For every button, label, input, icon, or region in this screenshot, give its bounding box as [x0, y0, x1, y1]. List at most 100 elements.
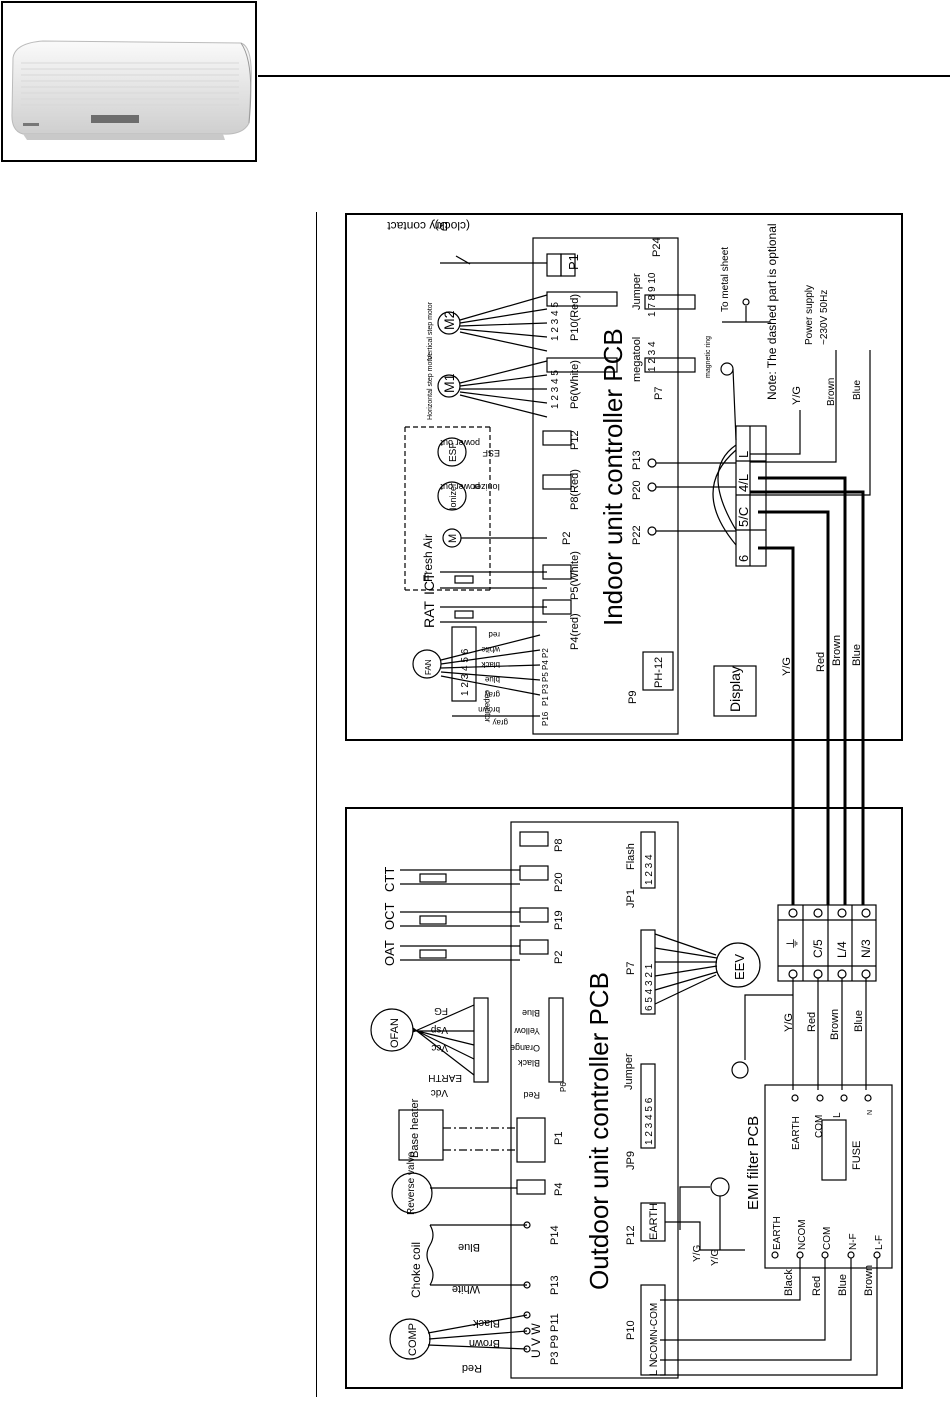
comp-wire-brown: Brown — [469, 1337, 500, 1349]
outdoor-frame — [345, 807, 903, 1389]
ln-label: L N — [648, 1359, 660, 1376]
indoor-p12: P12 — [569, 430, 581, 450]
margin-rule — [316, 212, 317, 1397]
emi-nf: N-F — [848, 1233, 859, 1250]
emi-ncom: NCOM — [797, 1219, 808, 1250]
voltage-label: ~230V 50Hz — [819, 290, 830, 345]
m2-icon: M2 — [441, 310, 457, 330]
choke-blue-label: Blue — [458, 1241, 480, 1253]
ph12-label: PH-12 — [653, 657, 665, 688]
outdoor-pcb — [510, 821, 679, 1379]
p8-red: P8(Red) — [569, 469, 581, 510]
outdoor-wire-red-left: Red — [811, 1276, 823, 1296]
outdoor-p10: P10 — [625, 1320, 637, 1340]
ctt-label: CTT — [382, 867, 397, 892]
indoor-p13: P13 — [631, 450, 643, 470]
dry-contact-label: Dry contact — [387, 219, 448, 233]
indoor-pcb — [532, 237, 679, 735]
oat-label: OAT — [382, 940, 397, 966]
horiz-motor-label: Horizontal step motor — [427, 353, 434, 420]
indoor-p2: P2 — [561, 532, 573, 545]
ofan-vsp: Vsp — [430, 1024, 448, 1035]
indoor-p7: P7 — [653, 387, 665, 400]
outdoor-p6: P6 — [559, 1082, 568, 1092]
outdoor-p12: P12 — [625, 1225, 637, 1245]
rat-label: RAT — [421, 601, 437, 628]
wire-yg-label: Y/G — [781, 657, 793, 676]
emi-com-right: COM — [814, 1115, 825, 1138]
indoor-blue-label: Blue — [852, 380, 863, 400]
wire-brown-label: Brown — [831, 635, 843, 666]
p3-p9-p11-label: P3 P9 P11 — [549, 1313, 561, 1365]
terminal-6: 6 — [736, 555, 751, 562]
terminal-l: L — [736, 451, 751, 458]
ofan-icon: OFAN — [389, 1018, 401, 1048]
comp-wire-black: Black — [473, 1317, 500, 1329]
vert-motor-label: Vertical step motor — [427, 301, 434, 360]
outdoor-yg-1: Y/G — [692, 1245, 703, 1262]
magnetic-ring-label: magnetic ring — [705, 336, 712, 378]
m1-icon: M1 — [441, 373, 457, 393]
outdoor-earth-label: EARTH — [648, 1203, 660, 1240]
p10-pins: 1 2 3 4 5 — [550, 302, 561, 341]
emi-lf: L-F — [874, 1235, 885, 1250]
outdoor-wire-blue-left: Blue — [837, 1274, 849, 1296]
ofan-wire-black: Black — [517, 1058, 540, 1068]
emi-l: L — [832, 1112, 843, 1118]
eev-icon: EEV — [732, 954, 747, 980]
indoor-jumper: Jumper — [631, 273, 643, 310]
ofan-vcc: Vcc — [431, 1042, 448, 1053]
ionizer-icon: Ionizer — [448, 483, 458, 510]
jp9-label: JP9 — [625, 1151, 637, 1170]
fan-pins: 1 2 3 4 5 6 — [460, 648, 471, 696]
fresh-air-label: Fresh Air — [421, 534, 435, 582]
emi-earth-left: EARTH — [772, 1216, 783, 1250]
fan-wire-blue: blue — [484, 675, 500, 684]
indoor-title: Indoor unit controller PCB — [598, 328, 628, 626]
indoor-jumper-pins: 1 7 8 9 10 — [647, 272, 658, 317]
comn-com-label: COMN-COM — [649, 1303, 660, 1360]
term-l4: L/4 — [835, 941, 849, 958]
wire-blue-label: Blue — [851, 644, 863, 666]
ofan-fg: FG — [434, 1005, 448, 1016]
power-supply-label: Power supply — [804, 285, 815, 345]
emi-com-left: COM — [822, 1227, 833, 1250]
term-n3: N/3 — [859, 939, 873, 958]
terminal-5c: 5/C — [736, 507, 751, 527]
ict-label: ICT — [421, 572, 437, 595]
outdoor-p2: P2 — [553, 951, 565, 964]
outdoor-wire-red-right: Red — [806, 1012, 818, 1032]
outdoor-p4: P4 — [553, 1183, 565, 1196]
p6-white: P6(White) — [569, 360, 581, 409]
indoor-brown-label: Brown — [826, 378, 837, 406]
comp-icon: COMP — [407, 1323, 419, 1356]
megatool-label: megatool — [631, 337, 643, 382]
ofan-wire-red: Red — [523, 1090, 540, 1100]
jp1-label: JP1 — [625, 889, 637, 908]
comp-wire-red: Red — [462, 1362, 482, 1374]
p4-red: P4(red) — [569, 613, 581, 650]
outdoor-title: Outdoor unit controller PCB — [584, 972, 614, 1290]
product-photo-frame — [1, 1, 257, 162]
outdoor-wire-blue-right: Blue — [853, 1010, 865, 1032]
jp9-pins: 1 2 3 4 5 6 — [644, 1097, 655, 1145]
emi-n: N — [867, 1110, 874, 1115]
base-heater-label: Base heater — [409, 1098, 421, 1158]
outdoor-wire-yg-right: Y/G — [783, 1013, 795, 1032]
ofan-earth: EARTH — [428, 1072, 462, 1083]
choke-coil-label: Choke coil — [409, 1242, 423, 1298]
outdoor-p1: P1 — [553, 1132, 565, 1145]
indoor-p20: P20 — [631, 480, 643, 500]
indoor-p7-pins: 1 2 3 4 — [647, 341, 658, 372]
indoor-p1: P1 — [566, 254, 581, 270]
outdoor-wire-black: Black — [783, 1269, 795, 1296]
fan-p-pins: P1 P3 P5 P4 P2 — [541, 648, 550, 706]
term-earth-icon: ⏚ — [785, 937, 800, 950]
outdoor-p20: P20 — [553, 872, 565, 892]
ofan-wire-yellow: Yellow — [514, 1026, 540, 1036]
wire-red-label: Red — [815, 652, 827, 672]
outdoor-yg-2: Y/G — [710, 1249, 721, 1266]
fan-wire-gray: gray — [484, 690, 500, 699]
esf-icon: ESF — [448, 443, 459, 462]
